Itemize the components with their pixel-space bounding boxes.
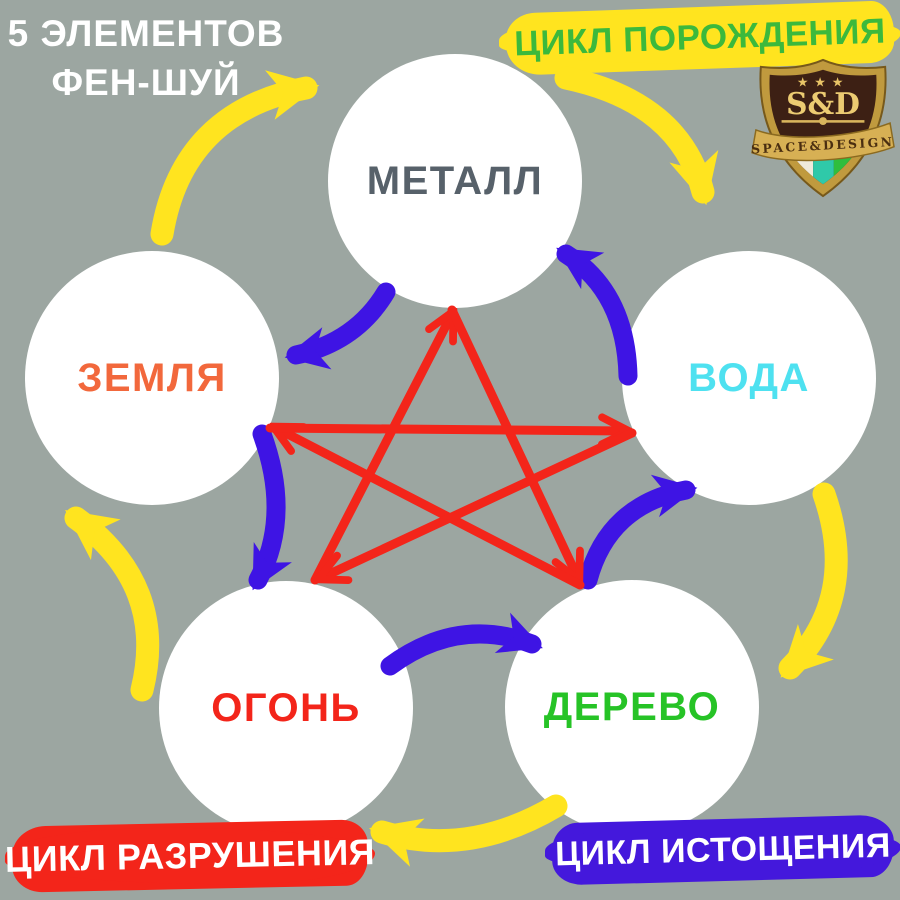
exhaustion-arrow-wood-to-water <box>578 474 698 590</box>
logo-divider-orb <box>819 117 827 126</box>
page-title: 5 ЭЛЕМЕНТОВ ФЕН-ШУЙ <box>6 10 286 108</box>
destruction-arrow-earth-to-water <box>265 428 626 431</box>
exhaustion-cycle-label: ЦИКЛ ИСТОЩЕНИЯ <box>554 826 892 873</box>
generation-arrow-earth-to-metal <box>150 70 320 246</box>
exhaustion-arrow-water-to-metal <box>556 244 638 386</box>
element-circle-water: ВОДА <box>622 251 876 505</box>
exhaustion-arrow-metal-to-earth <box>284 282 396 370</box>
logo-ribbon-text: SPACE&DESIGN <box>751 134 895 156</box>
space-design-logo: ★★★ S&D SPACE&DESIGN <box>751 58 895 198</box>
element-label-metal: МЕТАЛЛ <box>366 158 544 203</box>
generation-arrow-wood-to-fire <box>369 794 568 867</box>
logo-monogram: S&D <box>786 86 860 121</box>
page-title-line2: ФЕН-ШУЙ <box>51 61 241 103</box>
generation-arrow-fire-to-earth <box>64 506 160 702</box>
exhaustion-arrow-earth-to-fire <box>248 424 292 591</box>
destruction-arrow-water-to-fire <box>321 428 637 578</box>
element-label-water: ВОДА <box>688 355 810 400</box>
destruction-cycle-label: ЦИКЛ РАЗРУШЕНИЯ <box>4 831 376 880</box>
page-title-line1: 5 ЭЛЕМЕНТОВ <box>7 13 285 54</box>
destruction-cycle-star <box>265 305 637 590</box>
destruction-arrow-metal-to-wood <box>447 305 578 578</box>
exhaustion-arrow-fire-to-wood <box>380 612 543 676</box>
logo-ribbon <box>751 122 895 162</box>
generation-arrow-water-to-wood <box>778 482 848 680</box>
element-label-earth: ЗЕМЛЯ <box>77 355 227 400</box>
exhaustion-cycle-badge: ЦИКЛ ИСТОЩЕНИЯ <box>551 814 895 886</box>
element-label-wood: ДЕРЕВО <box>543 684 721 729</box>
destruction-arrow-wood-to-earth <box>276 428 585 590</box>
destruction-cycle-badge: ЦИКЛ РАЗРУШЕНИЯ <box>5 819 375 893</box>
logo-stars: ★★★ <box>797 75 849 90</box>
element-circle-earth: ЗЕМЛЯ <box>25 251 279 505</box>
element-circle-metal: МЕТАЛЛ <box>328 54 582 308</box>
element-label-fire: ОГОНЬ <box>211 685 361 730</box>
generation-arrow-metal-to-water <box>554 66 719 206</box>
element-circle-fire: ОГОНЬ <box>159 581 413 835</box>
destruction-arrow-fire-to-metal <box>310 314 452 585</box>
element-circle-wood: ДЕРЕВО <box>505 580 759 834</box>
